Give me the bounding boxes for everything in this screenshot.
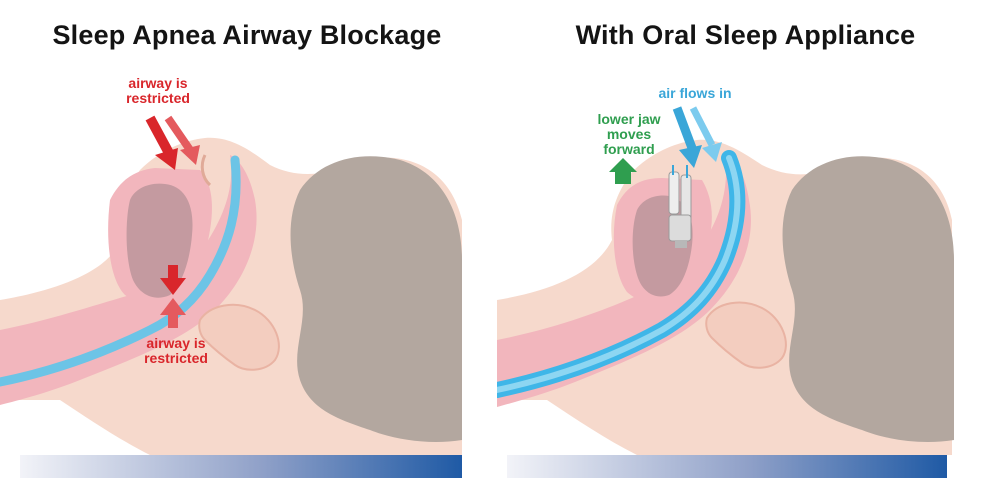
hair <box>783 156 954 442</box>
label-air-flows-in: air flows in <box>635 86 755 101</box>
label-airway-restricted-top: airway is restricted <box>108 76 208 106</box>
apnea-illustration <box>0 0 494 487</box>
left-title: Sleep Apnea Airway Blockage <box>0 20 494 51</box>
right-panel: With Oral Sleep Appliance air flows in l… <box>497 0 994 487</box>
label-line: lower jaw <box>589 112 669 127</box>
label-line: airway is <box>108 76 208 91</box>
label-lower-jaw-moves-forward: lower jaw moves forward <box>589 112 669 157</box>
left-panel: Sleep Apnea Airway Blockage airway is re… <box>0 0 494 487</box>
label-line: airway is <box>126 336 226 351</box>
label-airway-restricted-bottom: airway is restricted <box>126 336 226 366</box>
label-line: moves <box>589 127 669 142</box>
pillow <box>507 455 947 478</box>
pillow <box>20 455 462 478</box>
label-line: restricted <box>126 351 226 366</box>
hair <box>291 156 462 442</box>
right-title: With Oral Sleep Appliance <box>497 20 994 51</box>
label-line: forward <box>589 142 669 157</box>
appliance-illustration <box>497 0 994 487</box>
label-line: restricted <box>108 91 208 106</box>
